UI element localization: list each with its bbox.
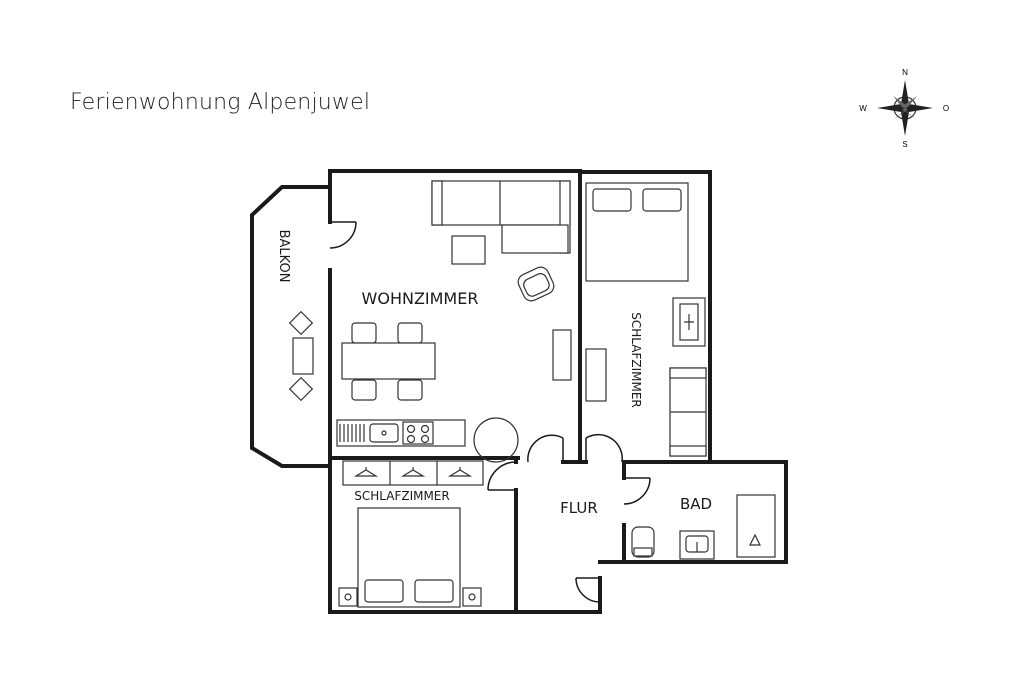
plan-title: Ferienwohnung Alpenjuwel (70, 90, 371, 115)
wohnzimmer-furniture (336, 180, 572, 447)
compass-north-label: N (902, 68, 908, 77)
room-label-flur: FLUR (560, 499, 598, 517)
compass-south-label: S (902, 140, 907, 149)
doors (329, 221, 651, 603)
room-label-schlafzimmer-left: SCHLAFZIMMER (354, 489, 449, 503)
room-label-balkon: BALKON (276, 230, 291, 283)
room-label-schlafzimmer-right: SCHLAFZIMMER (629, 312, 643, 407)
room-label-bad: BAD (680, 495, 712, 513)
schlafzimmer-left-furniture (338, 460, 484, 608)
walls (250, 169, 788, 614)
balkon-furniture (288, 310, 314, 402)
bad-furniture (631, 494, 776, 560)
room-label-wohnzimmer: WOHNZIMMER (362, 289, 479, 308)
compass-east-label: O (943, 104, 949, 113)
schlafzimmer-right-furniture (585, 182, 707, 457)
compass-west-label: W (859, 104, 867, 113)
compass-icon: N S W O (859, 68, 949, 149)
